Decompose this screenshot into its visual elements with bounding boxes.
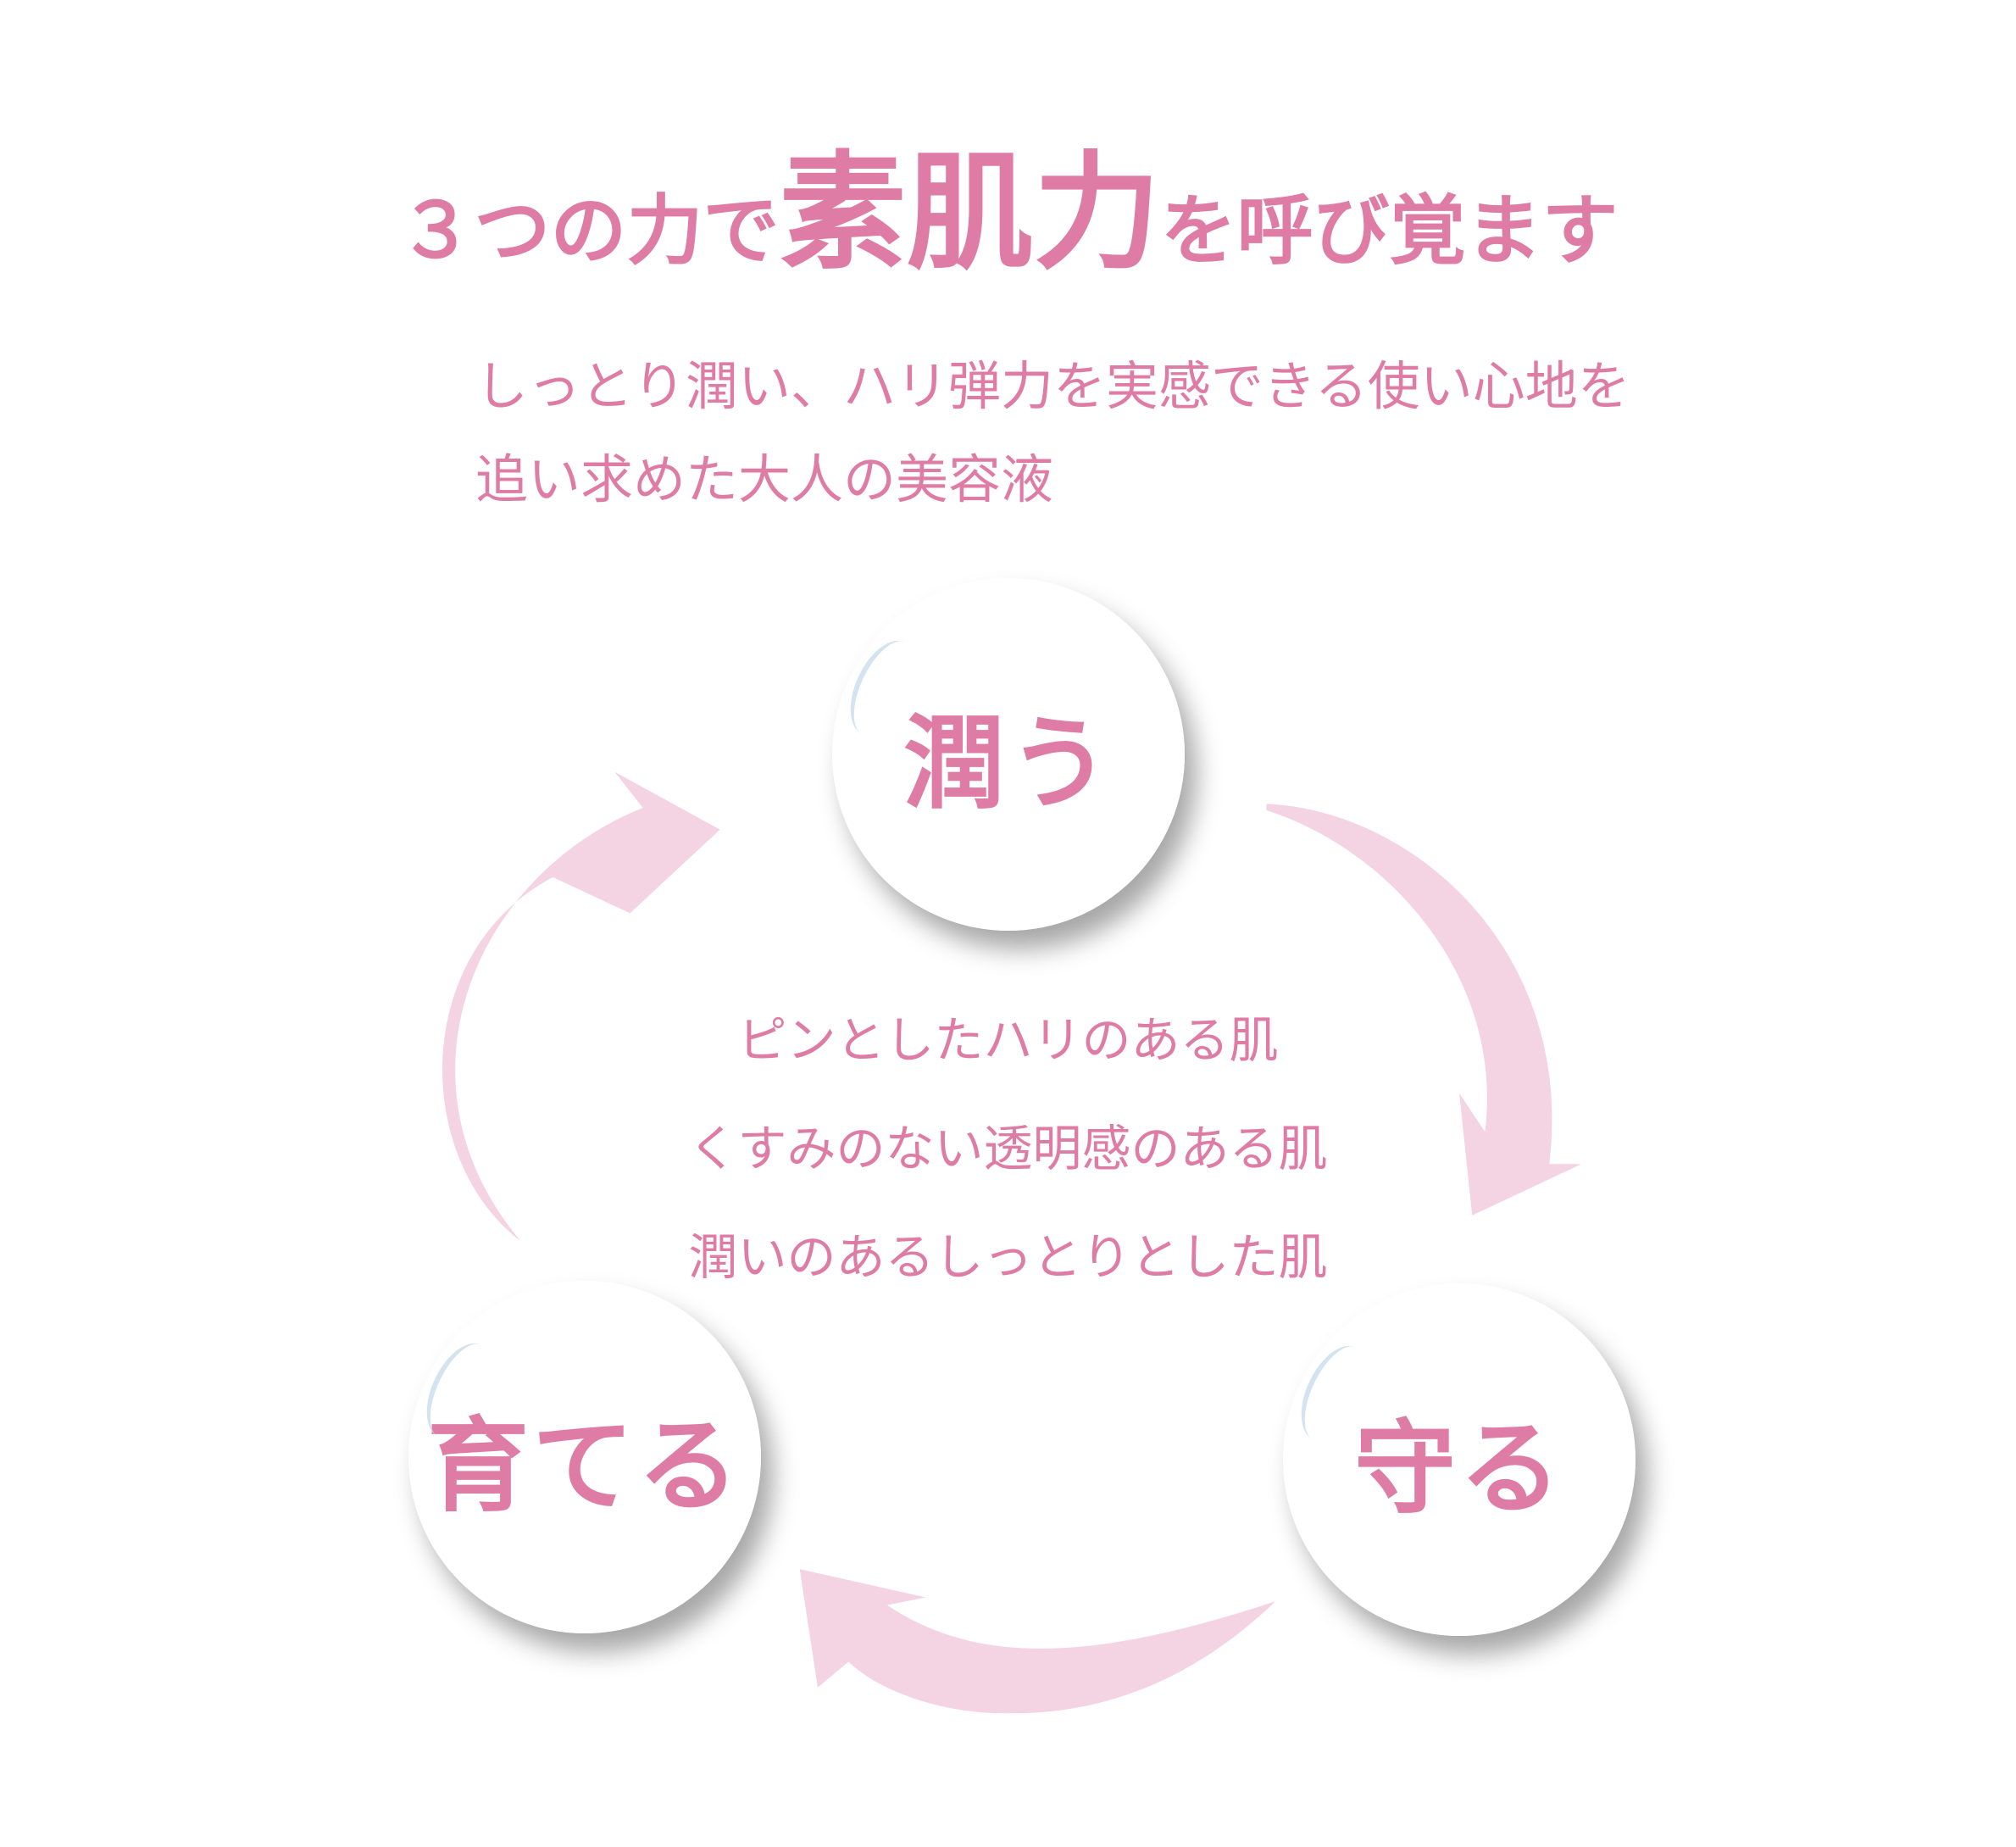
page-title: ３つの力で素肌力を呼び覚ます — [0, 110, 2016, 294]
circle-label-left: 育てる — [427, 1406, 742, 1526]
benefit-line-1: ピンとしたハリのある肌 — [737, 1011, 1279, 1069]
subtitle-line-1: しっとり潤い、ハリ弾力を実感できる使い心地を — [475, 355, 1630, 417]
title-emphasis: 素肌力 — [779, 138, 1161, 287]
title-prefix: ３つの力で — [397, 186, 780, 275]
circle-nurture: 育てる — [408, 1281, 761, 1633]
arrow-bottom-icon — [799, 1569, 1276, 1714]
circle-label-top: 潤う — [903, 704, 1114, 823]
circle-protect: 守る — [1283, 1283, 1636, 1636]
benefit-line-3: 潤いのあるしっとりとした肌 — [688, 1228, 1328, 1286]
arrow-left-icon — [442, 771, 720, 1242]
benefit-line-2: くすみのない透明感のある肌 — [688, 1120, 1328, 1177]
subtitle-line-2: 追い求めた大人の美容液 — [475, 448, 1054, 510]
arrow-right-icon — [1266, 804, 1582, 1216]
circle-moisturize: 潤う — [832, 578, 1185, 931]
title-suffix: を呼び覚ます — [1160, 186, 1619, 275]
circle-label-right: 守る — [1354, 1409, 1564, 1528]
